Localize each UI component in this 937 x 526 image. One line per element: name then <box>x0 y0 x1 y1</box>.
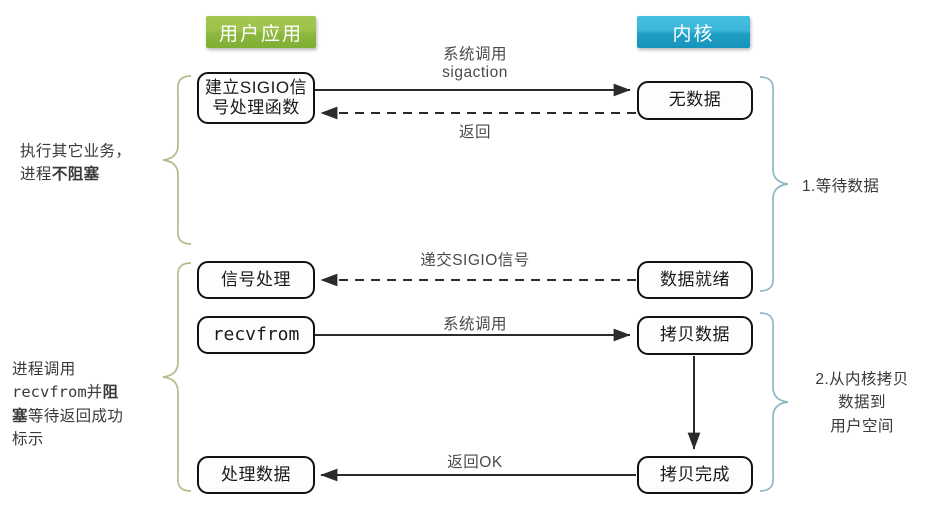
node-setup-sigio-handler[interactable]: 建立SIGIO信 号处理函数 <box>197 72 315 124</box>
node-copy-done[interactable]: 拷贝完成 <box>637 456 753 494</box>
column-header-user-application-label: 用户应用 <box>218 23 303 45</box>
node-process-data-label: 处理数据 <box>221 464 291 484</box>
node-recvfrom[interactable]: recvfrom <box>197 316 315 354</box>
column-header-user-application: 用户应用 <box>206 16 316 48</box>
annotation-right-bottom-line3: 用户空间 <box>830 417 894 435</box>
node-data-ready-label: 数据就绪 <box>660 269 730 289</box>
edge-label-syscall-sigaction-line2: sigaction <box>442 64 508 81</box>
annotation-left-bottom-line2-emphasis: 阻 <box>102 384 119 402</box>
edge-label-deliver-sigio: 递交SIGIO信号 <box>420 252 530 269</box>
annotation-right-top-label: 1.等待数据 <box>802 178 880 195</box>
edge-label-syscall-sigaction: 系统调用 sigaction <box>390 42 560 82</box>
node-signal-handling[interactable]: 信号处理 <box>197 261 315 299</box>
edge-label-return-ok: 返回OK <box>447 454 503 471</box>
annotation-right-top: 1.等待数据 <box>802 175 922 198</box>
column-header-kernel: 内核 <box>637 16 750 48</box>
node-no-data-label: 无数据 <box>668 90 722 110</box>
annotation-left-bottom-line2: recvfrom并阻 <box>12 381 172 404</box>
column-header-kernel-label: 内核 <box>672 23 715 45</box>
annotation-left-top-line1: 执行其它业务， <box>20 143 132 160</box>
annotation-left-top-line2: 进程不阻塞 <box>20 163 170 186</box>
node-no-data[interactable]: 无数据 <box>637 81 753 120</box>
annotation-left-bottom-line1: 进程调用 <box>12 361 76 378</box>
annotation-left-bottom-line4: 标示 <box>12 430 44 448</box>
annotation-left-bottom-line3-emphasis: 塞 <box>12 407 28 425</box>
brace-right-bottom <box>759 312 789 492</box>
node-copy-data-label: 拷贝数据 <box>660 325 730 345</box>
annotation-right-bottom-line2: 数据到 <box>838 394 886 412</box>
node-setup-sigio-handler-text: 建立SIGIO信 号处理函数 <box>201 78 311 118</box>
annotation-left-bottom: 进程调用 recvfrom并阻 塞等待返回成功 标示 <box>12 358 172 451</box>
annotation-left-bottom-line2-conj: 并 <box>86 384 103 402</box>
node-setup-sigio-handler-line2: 号处理函数 <box>212 98 300 117</box>
node-copy-data[interactable]: 拷贝数据 <box>637 316 753 355</box>
node-process-data[interactable]: 处理数据 <box>197 456 315 494</box>
annotation-left-bottom-line3-rest: 等待返回成功 <box>27 407 124 425</box>
annotation-left-top-line2-prefix: 进程 <box>20 166 52 184</box>
node-copy-done-label: 拷贝完成 <box>660 464 730 484</box>
node-signal-handling-label: 信号处理 <box>221 269 291 289</box>
annotation-left-top-line2-emphasis: 不阻塞 <box>51 166 100 184</box>
edge-label-syscall-sigaction-line1: 系统调用 <box>442 46 507 63</box>
node-data-ready[interactable]: 数据就绪 <box>637 261 753 299</box>
annotation-right-bottom-line1: 2.从内核拷贝 <box>815 371 909 388</box>
annotation-left-bottom-line3: 塞等待返回成功 <box>12 405 172 428</box>
node-setup-sigio-handler-line1: 建立SIGIO信 <box>204 77 308 97</box>
brace-right-top <box>759 76 789 292</box>
annotation-left-bottom-line2-code: recvfrom <box>12 383 87 402</box>
edge-label-syscall: 系统调用 <box>442 316 507 333</box>
annotation-right-bottom: 2.从内核拷贝 数据到 用户空间 <box>797 368 927 438</box>
annotation-left-top: 执行其它业务， 进程不阻塞 <box>20 140 170 187</box>
edge-label-return: 返回 <box>458 124 491 141</box>
node-recvfrom-label: recvfrom <box>212 324 300 346</box>
